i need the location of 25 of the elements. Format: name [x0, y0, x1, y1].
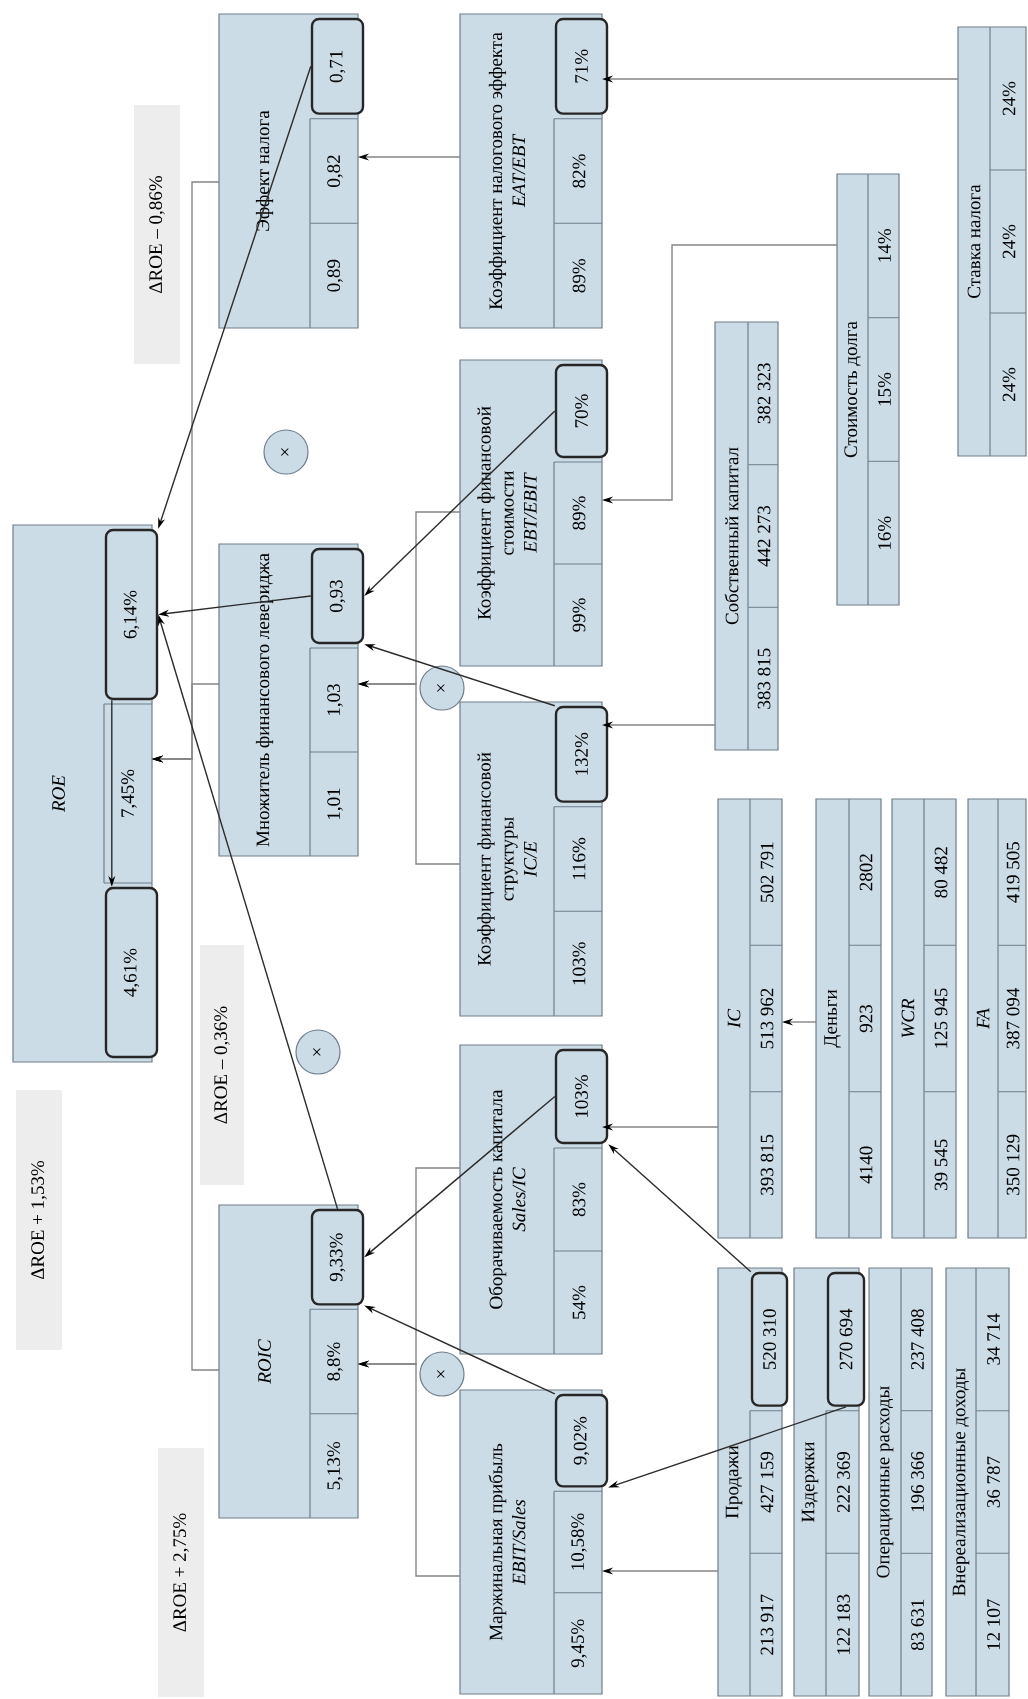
delta-label: ΔROE – 0,36%: [200, 945, 244, 1185]
data-table: Операционные расходы 83 631 196 366 237 408: [868, 1267, 933, 1697]
highlighted-cell: 0,93: [310, 547, 365, 645]
highlighted-cell: 270 694: [826, 1271, 866, 1407]
data-table: WCR 39 545 125 945 80 482: [891, 798, 957, 1239]
highlighted-cell: 6,14%: [104, 528, 159, 701]
delta-label: ΔROE + 2,75%: [158, 1448, 204, 1697]
highlighted-cell: 9,02%: [554, 1393, 609, 1488]
data-table: Деньги 4140 923 2802: [815, 798, 882, 1239]
highlighted-cell: 132%: [554, 705, 609, 803]
data-table: Стоимость долга 16% 15% 14%: [836, 173, 900, 606]
highlighted-cell: 70%: [554, 363, 609, 459]
data-table: Внереализационные доходы 12 107 36 787 34 714: [945, 1267, 1010, 1697]
data-table: Ставка налога 24% 24% 24%: [957, 26, 1027, 457]
highlighted-cell: 103%: [554, 1048, 609, 1145]
data-table: IC 393 815 513 962 502 791: [717, 798, 783, 1239]
delta-label: ΔROE + 1,53%: [16, 1090, 62, 1350]
delta-label: ΔROE – 0,86%: [134, 105, 180, 364]
highlighted-cell: 71%: [554, 17, 609, 115]
data-table: FA 350 129 387 094 419 505: [967, 798, 1027, 1239]
highlighted-cell: 0,71: [310, 17, 365, 115]
highlighted-cell: 520 310: [750, 1271, 789, 1407]
highlighted-cell: 9,33%: [310, 1208, 365, 1306]
highlighted-cell: 4,61%: [104, 886, 159, 1059]
data-table: Собственный капитал 383 815 442 273 382 323: [714, 321, 779, 751]
